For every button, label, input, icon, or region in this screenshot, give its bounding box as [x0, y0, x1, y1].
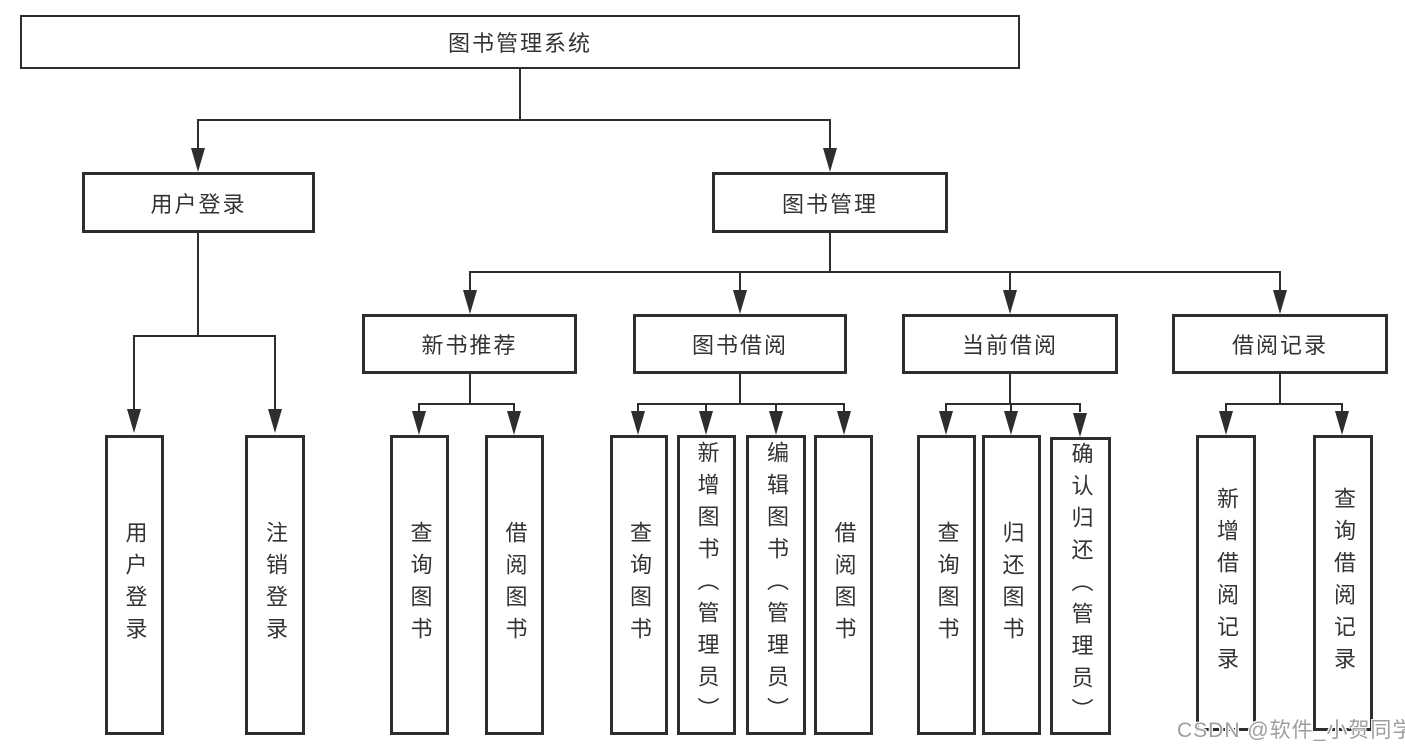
arrowhead-down-icon [463, 290, 477, 314]
leaf-borrow-books-1: 借阅图书 [485, 435, 544, 735]
node-label: 当前借阅 [961, 333, 1058, 358]
connector-line [513, 403, 515, 412]
arrowhead-down-icon [631, 411, 645, 435]
arrowhead-down-icon [823, 148, 837, 172]
leaf-edit-books-admin: 编辑图书（管理员） [746, 435, 806, 735]
leaf-label: 归还图书 [999, 521, 1025, 649]
leaf-logout: 注销登录 [245, 435, 305, 735]
leaf-label: 查询借阅记录 [1331, 487, 1356, 679]
connector-line [418, 403, 515, 405]
leaf-label: 借阅图书 [502, 521, 528, 649]
connector-line [469, 271, 1281, 273]
node-current-borrowing: 当前借阅 [902, 314, 1118, 374]
leaf-user-login: 用户登录 [105, 435, 164, 735]
arrowhead-down-icon [127, 409, 141, 433]
arrowhead-down-icon [837, 411, 851, 435]
connector-line [469, 271, 471, 291]
connector-line [945, 403, 1081, 405]
connector-line [1225, 403, 1227, 412]
arrowhead-down-icon [769, 411, 783, 435]
node-borrowing-records: 借阅记录 [1172, 314, 1388, 374]
connector-line [1341, 403, 1343, 412]
arrowhead-down-icon [1273, 290, 1287, 314]
connector-line [637, 403, 639, 412]
node-label: 图书借阅 [691, 333, 788, 358]
connector-line [133, 335, 135, 410]
connector-line [843, 403, 845, 412]
node-root: 图书管理系统 [20, 15, 1020, 69]
leaf-label: 新增借阅记录 [1214, 487, 1239, 679]
leaf-query-books-1: 查询图书 [390, 435, 449, 735]
arrowhead-down-icon [939, 411, 953, 435]
leaf-borrow-books-2: 借阅图书 [814, 435, 873, 735]
leaf-return-books: 归还图书 [982, 435, 1041, 735]
node-new-book-recommend: 新书推荐 [362, 314, 577, 374]
connector-line [1225, 403, 1343, 405]
connector-line [739, 374, 741, 404]
arrowhead-down-icon [699, 411, 713, 435]
connector-line [197, 233, 199, 336]
leaf-label: 查询图书 [627, 521, 652, 649]
connector-line [1079, 403, 1081, 412]
leaf-label: 查询图书 [407, 521, 433, 649]
connector-line [469, 374, 471, 404]
leaf-label: 确认归还（管理员） [1068, 442, 1094, 730]
leaf-confirm-return-admin: 确认归还（管理员） [1050, 437, 1111, 735]
arrowhead-down-icon [1219, 411, 1233, 435]
node-book-management: 图书管理 [712, 172, 948, 233]
leaf-label: 编辑图书（管理员） [764, 441, 789, 729]
node-label: 图书管理 [781, 191, 878, 217]
arrowhead-down-icon [507, 411, 521, 435]
arrowhead-down-icon [412, 411, 426, 435]
connector-line [1009, 271, 1011, 291]
arrowhead-down-icon [268, 409, 282, 433]
csdn-watermark: CSDN @软件_小贺同学 [1177, 719, 1405, 742]
connector-line [197, 119, 831, 121]
connector-line [829, 233, 831, 273]
node-book-borrowing: 图书借阅 [633, 314, 847, 374]
node-label: 借阅记录 [1231, 333, 1328, 358]
node-label: 图书管理系统 [447, 31, 592, 56]
connector-line [418, 403, 420, 412]
arrowhead-down-icon [1004, 411, 1018, 435]
connector-line [705, 403, 707, 412]
leaf-label: 新增图书（管理员） [694, 441, 720, 729]
leaf-query-books-2: 查询图书 [610, 435, 668, 735]
leaf-label: 用户登录 [122, 521, 148, 649]
leaf-query-borrow-record: 查询借阅记录 [1313, 435, 1373, 731]
arrowhead-down-icon [733, 290, 747, 314]
connector-line [133, 335, 276, 337]
leaf-label: 注销登录 [263, 521, 288, 649]
leaf-label: 查询图书 [934, 521, 960, 649]
connector-line [945, 403, 947, 412]
leaf-add-borrow-record: 新增借阅记录 [1196, 435, 1256, 731]
connector-line [775, 403, 777, 412]
leaf-add-books-admin: 新增图书（管理员） [677, 435, 736, 735]
leaf-query-books-3: 查询图书 [917, 435, 976, 735]
connector-line [1279, 271, 1281, 291]
connector-line [1010, 403, 1012, 412]
connector-line [1279, 374, 1281, 404]
arrowhead-down-icon [1073, 413, 1087, 437]
connector-line [197, 119, 199, 149]
connector-line [274, 335, 276, 410]
connector-line [829, 119, 831, 149]
connector-line [519, 69, 521, 120]
connector-line [739, 271, 741, 291]
node-label: 用户登录 [150, 191, 247, 217]
arrowhead-down-icon [1335, 411, 1349, 435]
node-user-login: 用户登录 [82, 172, 315, 233]
connector-line [637, 403, 845, 405]
connector-line [1009, 374, 1011, 404]
leaf-label: 借阅图书 [831, 521, 857, 649]
arrowhead-down-icon [191, 148, 205, 172]
arrowhead-down-icon [1003, 290, 1017, 314]
node-label: 新书推荐 [421, 333, 518, 358]
